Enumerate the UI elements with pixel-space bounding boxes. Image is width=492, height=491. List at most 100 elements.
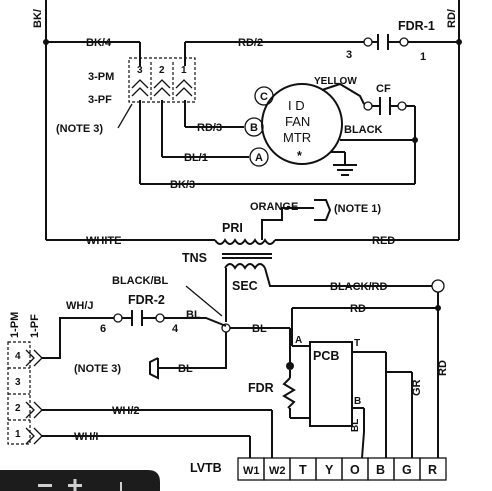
note3-top-label: (NOTE 3): [56, 123, 103, 135]
lvtb-terminal-w1: W1: [243, 465, 260, 477]
fdr1-label: FDR-1: [398, 19, 435, 33]
bl-fdr2-label: BL: [186, 309, 201, 321]
term-a-label: A: [255, 152, 263, 164]
note3-connector: [149, 357, 159, 380]
bl-vert-label: BL: [350, 419, 361, 432]
pcb-a-label: A: [295, 335, 302, 346]
plug3-chevron: [153, 79, 171, 89]
toolbar-handle-icon[interactable]: [120, 482, 122, 491]
pri-label: PRI: [222, 221, 243, 235]
junction-dot: [286, 362, 294, 370]
whj-wire: [42, 317, 114, 359]
yellow-label: YELLOW: [314, 76, 357, 87]
plug3-chevron: [175, 79, 193, 89]
gr-label: GR: [411, 379, 423, 396]
capacitor-terminal: [397, 101, 407, 111]
white-label: WHITE: [86, 235, 121, 247]
lvtb-terminal-b: B: [376, 463, 385, 477]
plug1-pin-4: 4: [15, 351, 21, 362]
relay-contact-circle: [399, 37, 409, 47]
fdr2-bl-wire: [164, 317, 227, 327]
junction-dot: [435, 305, 441, 311]
red-label: RED: [372, 235, 395, 247]
fdr2-pin6-label: 6: [100, 323, 106, 335]
lvtb-terminal-w2: W2: [269, 465, 286, 477]
bk-top-label: BK/: [32, 9, 44, 28]
pf1-label: 1-PF: [29, 314, 41, 338]
pm1-label: 1-PM: [9, 312, 21, 338]
motor-id-label: I D: [288, 98, 305, 113]
plug3-chevron: [131, 79, 149, 89]
lvtb-terminal-o: O: [350, 463, 360, 477]
lvtb-terminal-g: G: [402, 463, 412, 477]
fdr-label: FDR: [248, 381, 274, 395]
lvtb-terminal: [419, 457, 447, 481]
rd3-label: RD/3: [197, 122, 222, 134]
relay-contact-circle: [155, 313, 165, 323]
fdr2-pin4-label: 4: [172, 323, 179, 335]
sec-label: SEC: [232, 279, 258, 293]
note3-leader: [117, 103, 133, 129]
note1-label: (NOTE 1): [334, 203, 381, 215]
motor-star-label: *: [297, 149, 302, 163]
term-b-label: B: [250, 122, 258, 134]
rd2-label: RD/2: [238, 37, 263, 49]
black-rd-wire: [264, 267, 432, 287]
whj-label: WH/J: [66, 300, 94, 312]
zoom-out-icon[interactable]: [38, 484, 52, 487]
pcb-b-label: B: [354, 396, 361, 407]
bl-vert-wire: [361, 408, 365, 459]
relay-contact-circle: [113, 313, 123, 323]
transformer-primary-coil: [214, 238, 276, 245]
plug1-pin-1: 1: [15, 429, 21, 440]
plug1-pin-3: 3: [15, 377, 21, 388]
plug1-chevron: [25, 349, 35, 367]
orange-label: ORANGE: [250, 201, 298, 213]
wh2-label: WH/2: [112, 405, 140, 417]
rd-top-label: RD/: [446, 9, 458, 28]
black-label: BLACK: [344, 124, 383, 136]
cf-label: CF: [376, 83, 391, 95]
yellow-lead: [321, 82, 365, 105]
tns-label: TNS: [182, 251, 207, 265]
fdr-coil: [282, 377, 296, 409]
motor-mtr-label: MTR: [283, 130, 311, 145]
bl-note3-label: BL: [178, 363, 193, 375]
plug1-pin-2: 2: [15, 403, 21, 414]
orange-lead: [261, 207, 314, 240]
transformer-secondary-coil: [224, 263, 266, 270]
pcb-t-label: T: [354, 338, 360, 349]
pf3-label: 3-PF: [88, 94, 112, 106]
note3-bottom-label: (NOTE 3): [74, 363, 121, 375]
wh1-label: WH/I: [74, 431, 98, 443]
motor-terminal-b: [244, 117, 264, 137]
bk3-label: BK/3: [170, 179, 195, 191]
fdr2-label: FDR-2: [128, 293, 165, 307]
bk4-label: BK/4: [86, 37, 112, 49]
motor-fan-label: FAN: [285, 114, 310, 129]
plug3-pin-3: 3: [137, 65, 143, 76]
viewer-toolbar[interactable]: [0, 470, 160, 491]
lvtb-terminal-t: T: [299, 463, 307, 477]
rd-mid-label: RD: [350, 303, 366, 315]
lvtb-terminal-y: Y: [325, 463, 334, 477]
lvtb-terminal-block: W1 W2 T Y O B G R: [237, 457, 447, 481]
motor-terminal-c: [254, 86, 274, 106]
bl-note3-wire: [168, 332, 227, 369]
terminal-circle: [431, 279, 445, 293]
pcb-board: [309, 341, 353, 427]
lvtb-label: LVTB: [190, 461, 222, 475]
plug3-pin-2: 2: [159, 65, 165, 76]
junction-dot: [456, 39, 462, 45]
pm3-label: 3-PM: [88, 71, 114, 83]
bl-main-label: BL: [252, 323, 267, 335]
junction-dot: [412, 137, 418, 143]
black-rd-label: BLACK/RD: [330, 281, 387, 293]
lvtb-terminal-r: R: [428, 463, 437, 477]
bl1-label: BL/1: [184, 152, 208, 164]
black-bl-leader: [185, 285, 223, 317]
term-c-label: C: [260, 91, 268, 103]
motor-terminal-a: [249, 147, 269, 167]
junction-dot: [43, 39, 49, 45]
